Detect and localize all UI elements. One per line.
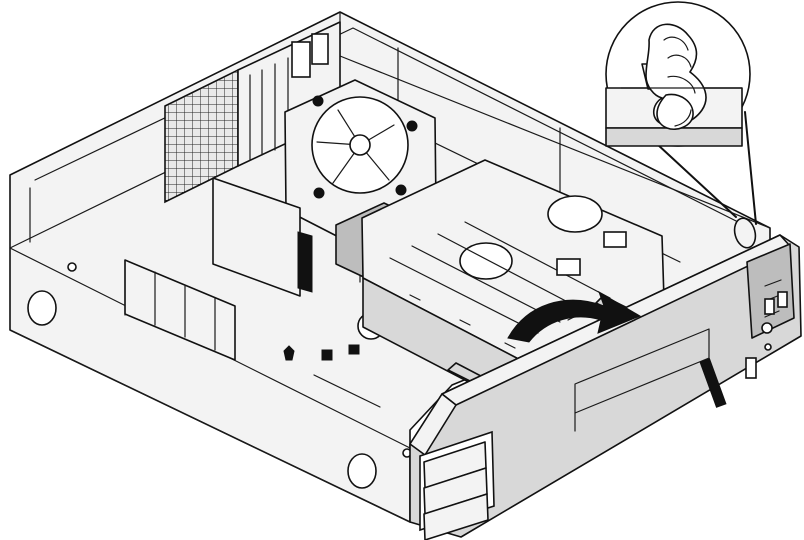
hand-fingers-lines (657, 36, 696, 108)
fan-screw-icon (312, 95, 324, 107)
usb-port-icon (745, 357, 757, 379)
drive-tab-icon (603, 231, 627, 248)
fan-screw-icon (406, 120, 418, 132)
front-panel-controls (746, 243, 795, 339)
thumbnail-line (674, 109, 692, 127)
callout-line-right (744, 111, 757, 225)
component-icon (348, 344, 360, 355)
thumb-icon (656, 93, 694, 131)
fan-screw-icon (313, 187, 325, 199)
rotation-arrow-icon (507, 290, 642, 343)
expansion-card (212, 177, 301, 297)
rear-slot-lines (249, 57, 289, 161)
optical-bay-slot (574, 328, 710, 414)
magnified-callout (605, 1, 751, 147)
chassis-rim (34, 27, 749, 228)
brand-label-icon (699, 358, 727, 408)
screw-icon (67, 262, 77, 272)
front-bezel-left-edge (409, 393, 457, 456)
left-foot-icon (27, 290, 57, 326)
drive-hole-icon (459, 242, 513, 280)
drive-cage-slots (409, 294, 581, 349)
drive-hole-icon (547, 195, 603, 233)
removal-arrow (507, 290, 642, 343)
status-light-icon (764, 343, 772, 351)
front-bezel-body (409, 234, 802, 538)
drive-bay-icon (423, 493, 489, 540)
drive-cage-ribs (389, 221, 611, 334)
io-port (311, 33, 329, 65)
magnified-bezel-side (605, 127, 743, 147)
usb-port-icon (764, 298, 775, 315)
fan-blades-icon (316, 109, 395, 184)
rail-lines (124, 259, 216, 351)
usb-port-icon (777, 291, 788, 308)
jumper-icon (283, 345, 295, 361)
component-icon (321, 349, 333, 361)
right-foot-icon (347, 453, 377, 489)
board-trace (313, 374, 381, 408)
power-button-icon (761, 322, 773, 334)
chassis-bottom-edge (9, 329, 411, 523)
fan-hub-icon (349, 134, 371, 156)
drive-tab-icon (556, 258, 581, 276)
fan-screw-icon (395, 184, 407, 196)
io-port (291, 41, 311, 78)
card-connector-icon (297, 231, 313, 293)
release-tab-icon (733, 217, 757, 249)
